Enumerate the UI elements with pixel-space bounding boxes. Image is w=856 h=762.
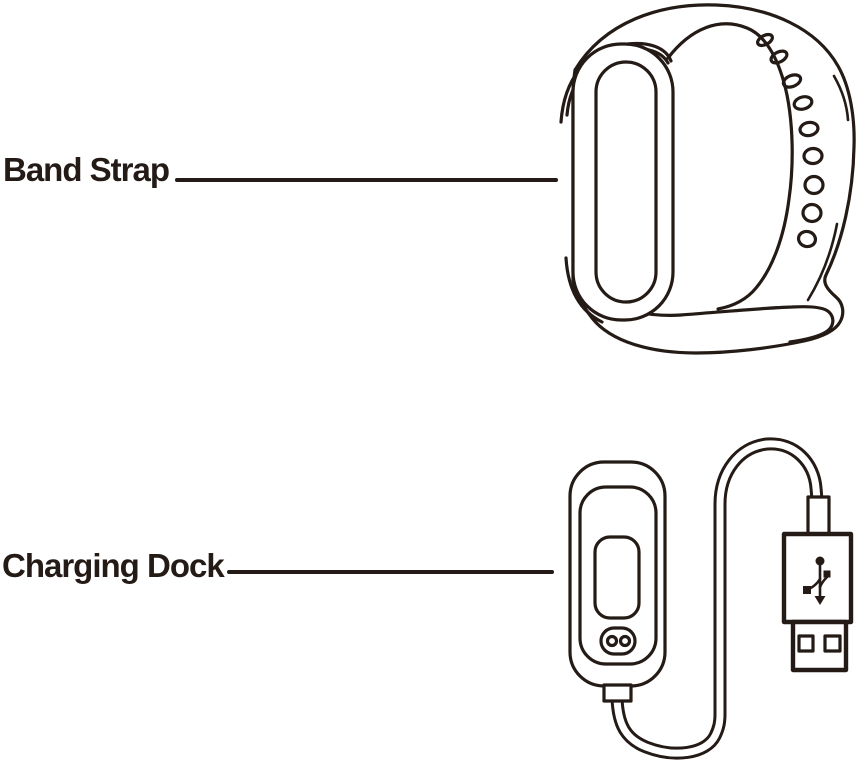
usb-contact-hole-right (823, 634, 842, 653)
charging-dock-label: Charging Dock (2, 547, 225, 584)
dock-body (568, 460, 667, 703)
strap-holes (756, 32, 825, 249)
dock-cable-tab (602, 683, 633, 703)
band-inner-edge (666, 22, 794, 311)
band-strap-label: Band Strap (3, 151, 170, 188)
band-edge-detail-top (832, 74, 850, 122)
charging-contacts (599, 626, 637, 656)
usb-plug-body (781, 531, 854, 625)
charging-dock-illustration (568, 437, 854, 760)
band-clasp-tip (584, 292, 835, 344)
dock-band-slot (593, 535, 641, 620)
usb-metal-shell (790, 619, 849, 673)
watch-module (571, 42, 675, 322)
usb-strain-relief (806, 495, 831, 536)
band-strap-leader-line (175, 178, 558, 182)
usb-trident-icon (803, 556, 831, 605)
charging-dock-leader-line (227, 570, 554, 574)
band-strap-illustration (559, 3, 856, 355)
charging-cable (610, 437, 824, 760)
band-edge-detail-bottom (806, 222, 839, 302)
usb-plug (781, 495, 854, 673)
usb-contact-hole-left (797, 634, 815, 653)
module-stack-line-3 (564, 256, 604, 324)
watch-module-screen (594, 60, 658, 304)
